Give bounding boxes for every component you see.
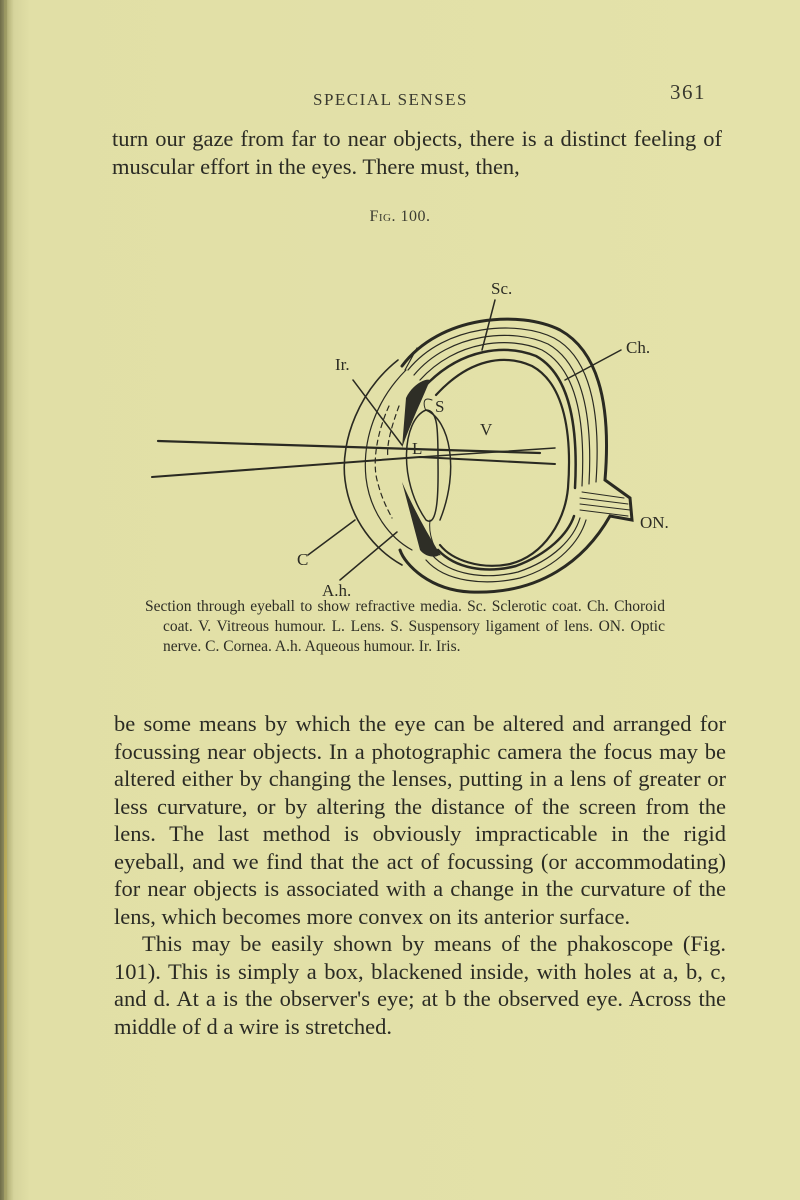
figure-label: Fig. 100.	[0, 208, 800, 226]
label-optic-nerve: ON.	[640, 513, 669, 532]
label-vitreous: V	[480, 420, 493, 439]
paragraph-phakoscope: This may be easily shown by means of the…	[114, 931, 726, 1039]
paragraph-continuation: turn our gaze from far to near objects, …	[112, 126, 722, 179]
paragraph-focussing: be some means by which the eye can be al…	[114, 711, 726, 929]
label-sclerotic: Sc.	[491, 279, 512, 298]
label-cornea: C	[297, 550, 308, 569]
label-lens: L	[412, 439, 422, 458]
caption-text: Section through eyeball to show refracti…	[145, 598, 665, 655]
label-suspensory: S	[435, 397, 444, 416]
label-iris: Ir.	[335, 355, 350, 374]
body-text-top: turn our gaze from far to near objects, …	[112, 125, 722, 180]
label-aqueous: A.h.	[322, 581, 351, 600]
eyeball-section-figure: Sc. Ir. Ch. S L V ON. C A.h.	[151, 279, 669, 600]
book-binding-edge	[4, 0, 7, 1200]
page-number: 361	[670, 80, 706, 104]
figure-caption: Section through eyeball to show refracti…	[145, 597, 665, 657]
running-title: SPECIAL SENSES	[313, 90, 468, 109]
label-choroid: Ch.	[626, 338, 650, 357]
figure-number: Fig. 100.	[369, 208, 431, 225]
body-text-bottom: be some means by which the eye can be al…	[114, 710, 726, 1040]
